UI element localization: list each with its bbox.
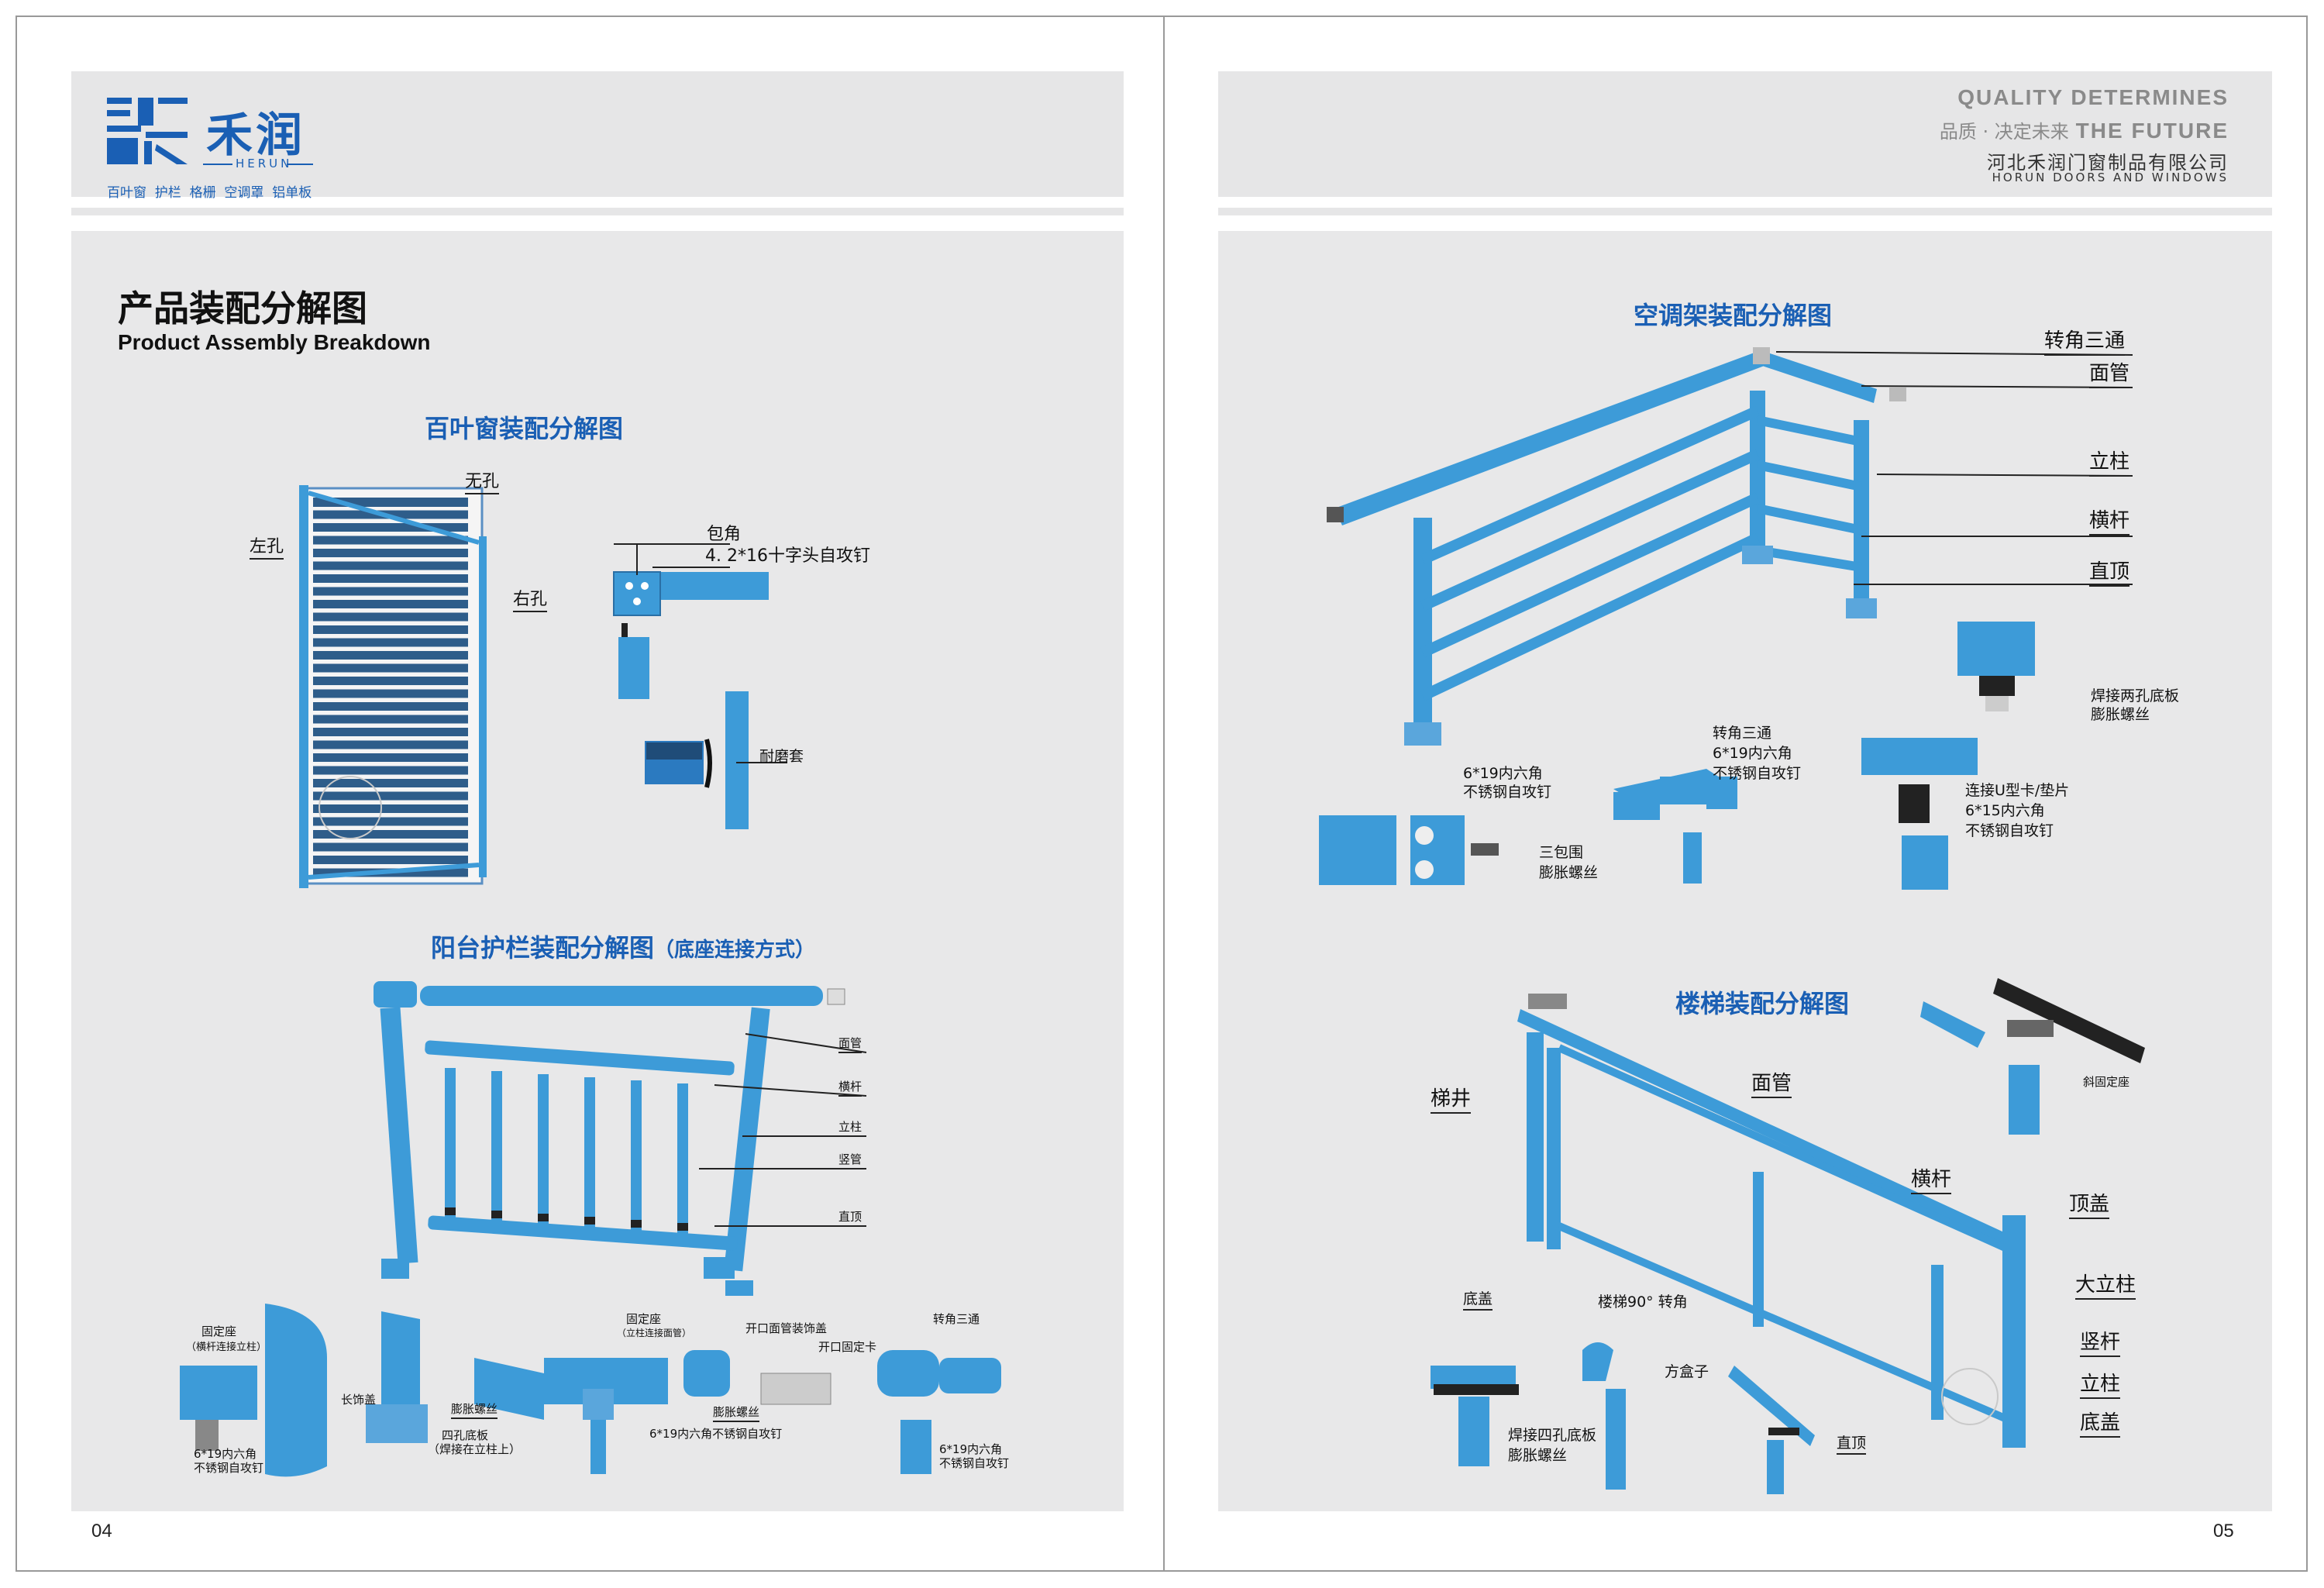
stair-label-vertical-bar: 竖杆 (2080, 1331, 2121, 1357)
page-title-en: Product Assembly Breakdown (118, 330, 431, 354)
company-name-cn: 河北禾润门窗制品有限公司 (1987, 152, 2229, 174)
stair-label-weld4: 焊接四孔底板 (1508, 1427, 1597, 1444)
louver-window-drawing (299, 485, 487, 888)
ac-label-weld-plate: 焊接两孔底板 (2091, 687, 2180, 704)
brand-line-left (203, 164, 232, 165)
balcony-label-hex-screw-long: 6*19内六角不锈钢自攻钉 (649, 1427, 783, 1441)
stair-label-top-cap: 顶盖 (2069, 1194, 2110, 1219)
left-header-bar (71, 71, 1124, 197)
balcony-label-corner-tee: 转角三通 (933, 1312, 980, 1326)
right-header-bar (1218, 71, 2272, 197)
balcony-label-fix-seat: 固定座 (201, 1324, 237, 1338)
balcony-label-fix-seat-note: （横杆连接立柱） (186, 1342, 267, 1353)
balcony-label-exp-bolt-2: 膨胀螺丝 (713, 1406, 760, 1422)
louver-section-title: 百叶窗装配分解图 (425, 414, 624, 443)
balcony-label-cross-bar: 横杆 (838, 1080, 862, 1097)
louver-label-no-hole: 无孔 (465, 472, 500, 495)
stair-railing-drawing (1517, 994, 2026, 1448)
brand-name: 禾润 (206, 109, 305, 163)
stair-label-square-box: 方盒子 (1665, 1363, 1709, 1380)
balcony-label-base-plate-note: （焊接在立柱上） (428, 1442, 522, 1456)
ac-label-hex-b: 6*19内六角 (1713, 745, 1792, 762)
louver-label-wear-sleeve: 耐磨套 (759, 748, 804, 765)
left-thin-bar (71, 208, 1124, 215)
balcony-label-fix-seat-2: 固定座 (626, 1312, 662, 1326)
ac-label-exp-bolt-2: 膨胀螺丝 (1539, 864, 1599, 881)
stair-label-slant-seat: 斜固定座 (2083, 1075, 2130, 1089)
balcony-leader-lines (699, 1033, 867, 1227)
right-thin-bar (1218, 208, 2272, 215)
balcony-label-hex-screw-3b: 不锈钢自攻钉 (939, 1456, 1010, 1470)
stair-label-cross-bar: 横杆 (1911, 1169, 1952, 1194)
balcony-label-long-cover: 长饰盖 (341, 1393, 377, 1407)
louver-corner-drawing (613, 543, 769, 699)
herun-logo-icon (107, 98, 188, 164)
stair-parts-drawing (1431, 1342, 1815, 1494)
ac-label-hex-b2: 不锈钢自攻钉 (1713, 765, 1802, 782)
ac-label-three-wrap: 三包围 (1539, 844, 1584, 861)
ac-label-cross-bar: 横杆 (2089, 510, 2130, 536)
louver-label-corner: 包角 (707, 525, 742, 544)
ac-label-top: 直顶 (2089, 561, 2130, 587)
ac-label-hex-a: 6*19内六角 (1463, 765, 1543, 782)
left-content-panel (71, 231, 1124, 1511)
louver-wear-sleeve-drawing (645, 691, 787, 829)
balcony-label-fix-seat-2-note: （立柱连接面管） (617, 1328, 692, 1338)
brand-name-en: HERUN (236, 157, 293, 171)
stair-label-big-post: 大立柱 (2075, 1274, 2136, 1300)
stair-section-title: 楼梯装配分解图 (1675, 989, 1850, 1018)
ac-bracket-drawing (1327, 347, 1906, 746)
balcony-subtitle: （底座连接方式） (654, 939, 816, 962)
balcony-label-open-clip: 开口固定卡 (818, 1340, 877, 1354)
stair-label-exp-bolt: 膨胀螺丝 (1508, 1447, 1568, 1464)
balcony-label-exp-bolt: 膨胀螺丝 (451, 1403, 498, 1419)
slogan-line1: QUALITY DETERMINES (1957, 85, 2229, 109)
ac-label-u-clip: 连接U型卡/垫片 (1965, 782, 2070, 799)
ac-leader-lines (1775, 351, 2133, 585)
brand-line-right (287, 164, 313, 165)
balcony-railing-drawing (374, 981, 845, 1296)
company-name-en: HORUN DOORS AND WINDOWS (1992, 171, 2229, 184)
page-fold (1163, 17, 1165, 1570)
slogan-line2: 品质 · 决定未来 THE FUTURE (1940, 116, 2229, 143)
page-title-cn: 产品装配分解图 (118, 288, 367, 329)
balcony-label-face-pipe: 面管 (838, 1037, 862, 1053)
ac-section-title: 空调架装配分解图 (1634, 301, 1833, 330)
balcony-title-text: 阳台护栏装配分解图 (431, 933, 655, 963)
ac-label-hex-c: 6*15内六角 (1965, 802, 2045, 819)
balcony-label-hex-screw-3: 6*19内六角 (939, 1442, 1003, 1456)
balcony-label-open-cover: 开口面管装饰盖 (745, 1321, 828, 1335)
stair-label-stairwell: 梯井 (1431, 1088, 1472, 1114)
balcony-section-title: 阳台护栏装配分解图（底座连接方式） (431, 928, 815, 964)
brand-products: 百叶窗 护栏 格栅 空调罩 铝单板 (107, 185, 312, 201)
balcony-parts-drawing (180, 1304, 1001, 1477)
louver-label-screw: 4. 2*16十字头自攻钉 (705, 546, 870, 566)
louver-label-right-hole: 右孔 (513, 590, 548, 613)
ac-label-exp-bolt: 膨胀螺丝 (2091, 706, 2150, 723)
stair-label-top: 直顶 (1837, 1435, 1867, 1455)
stair-slant-seat-drawing (1920, 978, 2145, 1135)
slogan-line2-cn: 品质 · 决定未来 (1939, 121, 2069, 143)
slogan-line2-en: THE FUTURE (2075, 119, 2229, 143)
balcony-label-base-plate: 四孔底板 (442, 1428, 489, 1442)
brochure-spread: 禾润 HERUN 百叶窗 护栏 格栅 空调罩 铝单板 产品装配分解图 Produ… (15, 16, 2308, 1572)
stair-label-post: 立柱 (2080, 1373, 2121, 1399)
louver-label-left-hole: 左孔 (250, 537, 284, 560)
page-number-right: 05 (2213, 1521, 2234, 1541)
ac-parts-drawing (1319, 622, 2035, 890)
stair-label-face-pipe: 面管 (1751, 1073, 1792, 1098)
ac-label-hex-a2: 不锈钢自攻钉 (1463, 784, 1552, 801)
stair-label-bottom-cap: 底盖 (2080, 1412, 2121, 1438)
page-number-left: 04 (91, 1521, 112, 1541)
stair-label-turn90: 楼梯90° 转角 (1598, 1293, 1688, 1311)
stair-label-bottom-cover: 底盖 (1463, 1291, 1493, 1311)
balcony-label-hex-screw-2: 不锈钢自攻钉 (194, 1461, 264, 1475)
ac-label-tee2: 转角三通 (1713, 725, 1772, 742)
balcony-label-hex-screw: 6*19内六角 (194, 1447, 257, 1461)
ac-label-hex-c2: 不锈钢自攻钉 (1965, 822, 2054, 839)
